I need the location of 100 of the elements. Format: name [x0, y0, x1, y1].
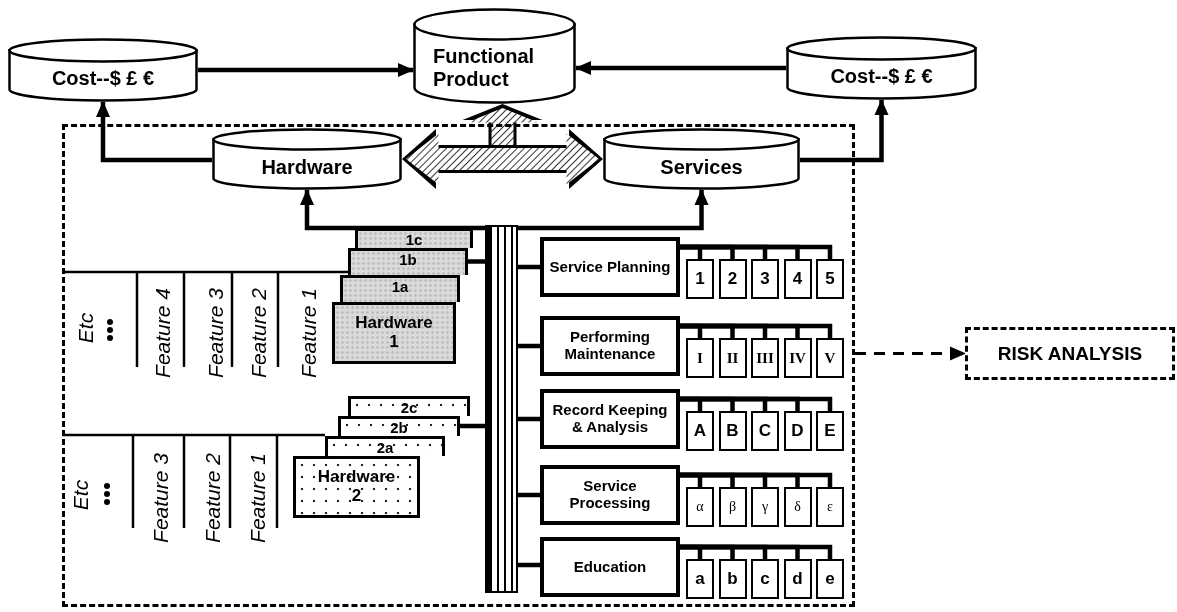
item-box	[751, 338, 779, 378]
item-label: V	[824, 349, 836, 367]
item-label: e	[825, 569, 835, 589]
item-box	[718, 559, 747, 599]
item-label: 2	[727, 269, 738, 289]
node-label: Cost--$ £ €	[830, 65, 933, 89]
item-box	[816, 487, 844, 527]
item-box	[751, 259, 779, 299]
service-box	[540, 389, 680, 449]
item-label: a	[695, 569, 705, 589]
item-label: 5	[825, 269, 835, 289]
arrow	[198, 63, 414, 77]
item-label: B	[726, 421, 739, 441]
item-label: d	[792, 569, 803, 589]
node-label: 1c	[405, 232, 423, 247]
connector-line	[518, 264, 540, 270]
node-label: Hardware	[261, 155, 353, 179]
node-label: Service Planning	[549, 258, 671, 276]
connector-line	[468, 259, 485, 264]
stacked-card	[340, 275, 460, 302]
feature-label: Feature 2	[201, 453, 223, 543]
connector-line	[460, 423, 485, 429]
cylinder-shape	[8, 38, 198, 102]
item-label: E	[824, 421, 836, 441]
node-label: 1a	[391, 279, 409, 294]
feature-label: Feature 2	[247, 288, 269, 378]
connector-line	[680, 396, 833, 411]
feature-label: Feature 4	[151, 288, 173, 378]
item-box	[783, 411, 812, 451]
node-label: Services	[660, 155, 743, 179]
connector-line	[680, 323, 833, 338]
item-box	[816, 559, 844, 599]
connector-line	[518, 416, 540, 422]
hatched-block-arrow	[462, 104, 543, 145]
item-box	[718, 411, 747, 451]
node-label: 2b	[390, 420, 408, 435]
item-box	[686, 487, 714, 527]
stacked-card	[332, 302, 456, 364]
feature-label: Feature 3	[204, 288, 226, 378]
item-label: A	[693, 421, 707, 441]
node-label: RISK ANALYSIS	[997, 342, 1143, 365]
item-box	[686, 338, 714, 378]
item-label: IV	[789, 349, 806, 367]
item-label: ε	[827, 499, 833, 515]
feature-label: Feature 3	[149, 453, 171, 543]
item-label: γ	[761, 499, 769, 515]
item-box	[783, 487, 812, 527]
item-box	[718, 259, 747, 299]
feature-label: Feature 1	[246, 453, 268, 543]
dashed-box	[965, 327, 1175, 380]
cylinder-shape	[603, 128, 800, 190]
item-box	[783, 559, 812, 599]
dashed-arrow	[855, 346, 966, 361]
bus-bar	[485, 225, 518, 593]
service-box	[540, 465, 680, 525]
item-label: III	[756, 349, 774, 367]
item-label: b	[727, 569, 738, 589]
item-box	[783, 259, 812, 299]
hatched-block-arrow	[402, 129, 603, 189]
connector-line	[680, 244, 833, 259]
connector-line	[680, 544, 833, 559]
stacked-card	[348, 248, 468, 275]
arrow	[96, 101, 212, 163]
node-label: Cost--$ £ €	[51, 67, 155, 91]
item-box	[686, 259, 714, 299]
item-box	[751, 411, 779, 451]
item-box	[718, 487, 747, 527]
cylinder-shape	[413, 8, 576, 104]
stacked-card	[325, 436, 445, 456]
node-label: Service Processing	[568, 478, 652, 512]
item-label: 1	[695, 269, 705, 289]
item-label: 3	[760, 269, 770, 289]
connector-line	[518, 562, 540, 568]
item-box	[816, 338, 844, 378]
item-label: δ	[794, 499, 801, 515]
node-label: Functional Product	[433, 45, 536, 91]
service-box	[540, 237, 680, 297]
item-box	[751, 559, 779, 599]
item-label: D	[791, 421, 804, 441]
service-box	[540, 316, 680, 376]
item-box	[751, 487, 779, 527]
connector-line	[518, 343, 540, 349]
stacked-card	[355, 228, 473, 248]
node-label: 1b	[399, 252, 417, 267]
connector-line	[518, 492, 540, 498]
node-label: 2a	[376, 440, 394, 455]
node-label: Hardware 2	[316, 468, 397, 506]
stacked-card	[293, 456, 420, 518]
item-label: C	[758, 421, 772, 441]
item-box	[686, 411, 714, 451]
dashed-boundary	[62, 124, 855, 607]
item-label: 4	[792, 269, 803, 289]
node-label: Performing Maintenance	[563, 329, 657, 363]
stacked-card	[338, 416, 460, 436]
cylinder-shape	[786, 36, 977, 100]
node-label: Hardware 1	[354, 314, 434, 352]
item-label: α	[696, 499, 704, 515]
feature-label: Etc	[69, 479, 91, 511]
item-label: c	[760, 569, 770, 589]
item-box	[816, 259, 844, 299]
